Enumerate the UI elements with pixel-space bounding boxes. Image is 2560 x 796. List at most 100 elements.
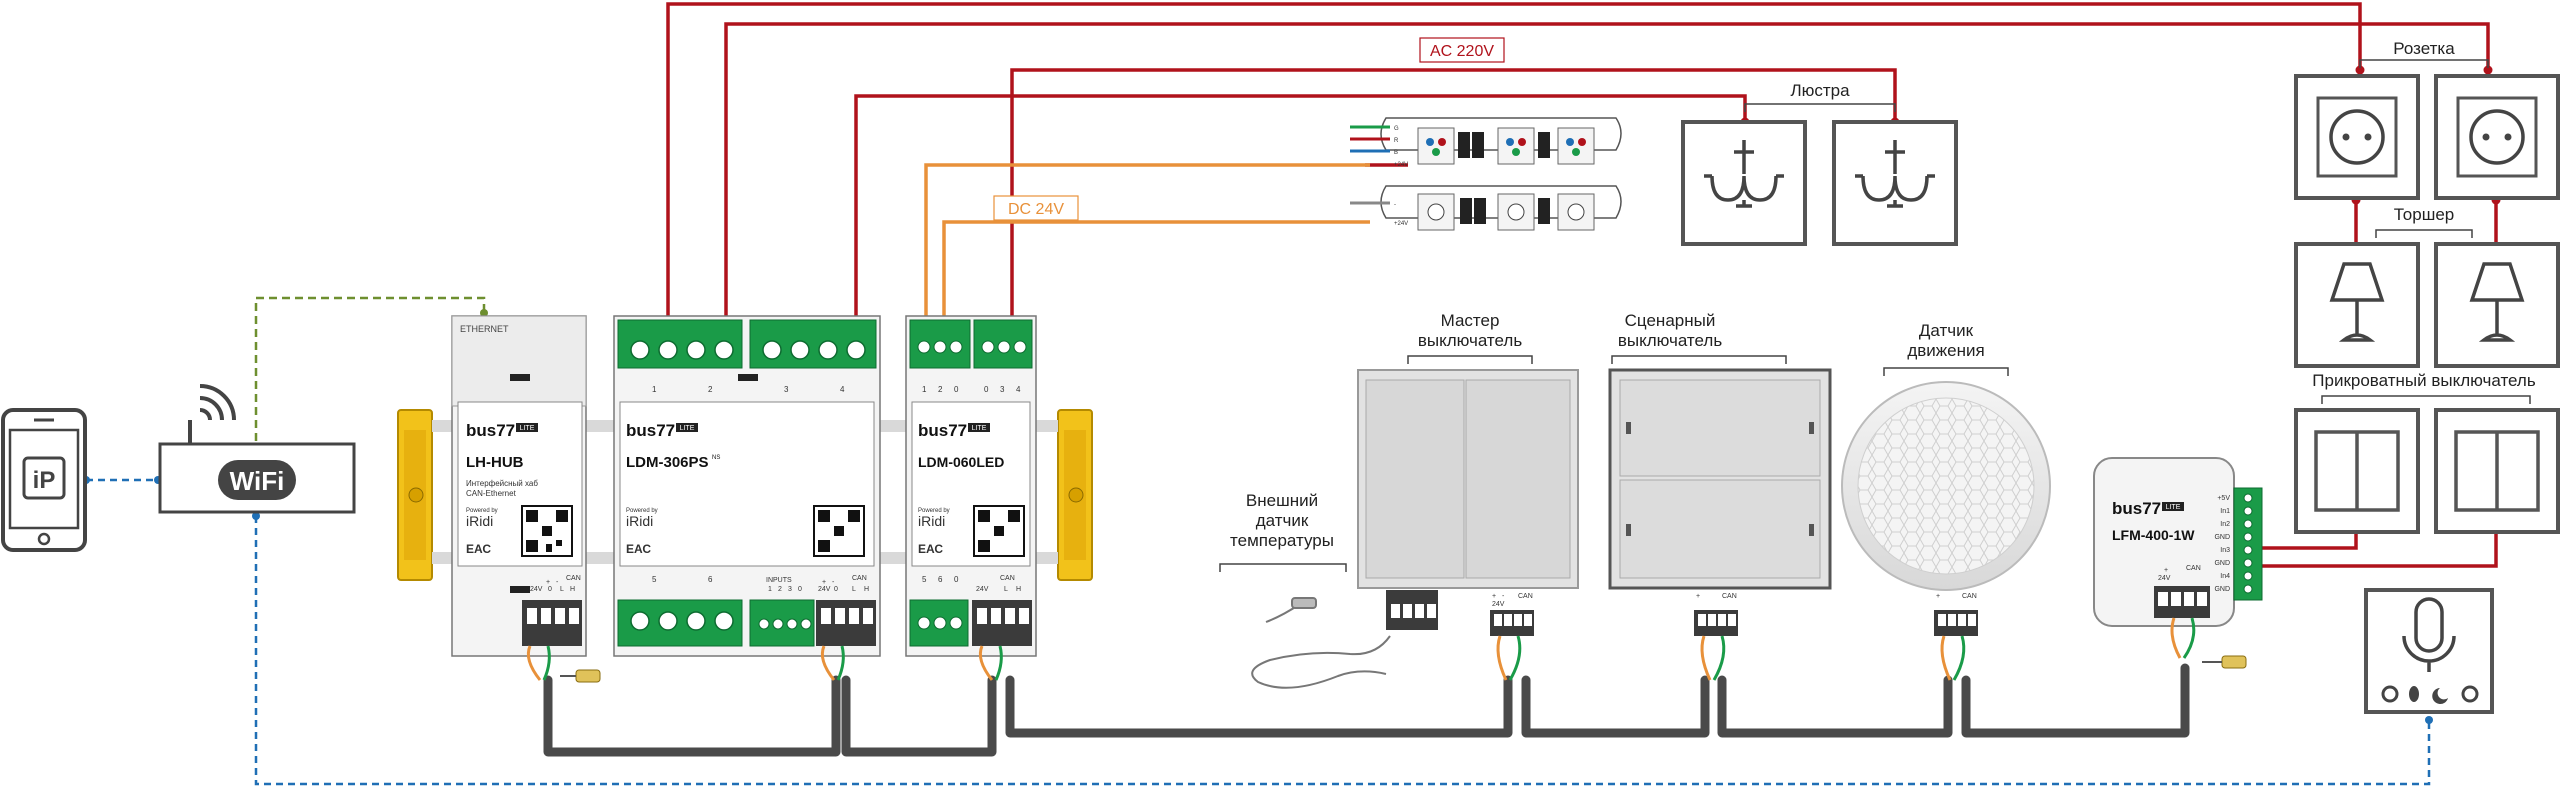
svg-text:ЕАС: ЕАС (626, 542, 651, 556)
motion-sensor-label-2: движения (1907, 341, 1984, 360)
master-switch[interactable] (1357, 369, 1579, 589)
hub-can-terminal: + - CAN 24V 0 L H (522, 575, 582, 646)
ac-220v-label: AC 220V (1430, 43, 1494, 60)
socket-icon (2329, 109, 2385, 165)
floor-lamp-1 (2294, 242, 2420, 368)
svg-text:In3: In3 (2220, 547, 2230, 554)
wifi-logo: WiFi (230, 466, 285, 496)
bedside-switch-2[interactable] (2434, 408, 2560, 534)
svg-text:LITE: LITE (680, 425, 695, 432)
svg-text:1: 1 (768, 586, 772, 593)
svg-text:iRidi: iRidi (626, 513, 653, 529)
svg-text:+: + (1936, 593, 1940, 600)
voice-control-panel[interactable] (2364, 588, 2494, 714)
svg-text:R: R (1394, 138, 1399, 144)
motion-sensor-terminal: + CAN (1934, 593, 1978, 681)
svg-text:24V: 24V (818, 586, 831, 593)
ldm-060led-module: 1 2 0 0 3 4 bus77 LITE LDM-060LED Powere… (905, 315, 1037, 657)
svg-text:2: 2 (708, 385, 713, 394)
svg-text:-: - (1502, 593, 1505, 600)
svg-text:+: + (546, 579, 550, 586)
svg-text:+: + (822, 579, 826, 586)
ldm-306ps-module: 1 2 3 4 bus77 LITE LDM-306PS NS Powered … (613, 315, 881, 657)
svg-text:H: H (570, 586, 575, 593)
svg-text:G: G (1394, 126, 1399, 132)
svg-text:Powered by: Powered by (626, 508, 658, 514)
svg-text:-: - (832, 579, 835, 586)
svg-text:CAN: CAN (1000, 575, 1015, 582)
hub-brand: bus77 (466, 421, 515, 440)
svg-text:6: 6 (708, 575, 713, 584)
temp-sensor-label-3: температуры (1230, 531, 1334, 550)
svg-text:0: 0 (954, 575, 959, 584)
svg-text:3: 3 (784, 385, 789, 394)
svg-text:5: 5 (922, 575, 927, 584)
svg-text:-: - (556, 579, 559, 586)
scenario-switch-terminal: + CAN (1694, 593, 1738, 681)
svg-text:+24V: +24V (1394, 221, 1408, 227)
wifi-links (86, 478, 2431, 786)
svg-text:1: 1 (652, 385, 657, 394)
wifi-signal-icon (199, 384, 236, 421)
svg-text:0: 0 (984, 385, 989, 394)
svg-text:Powered by: Powered by (918, 508, 950, 514)
chandelier-2 (1832, 120, 1958, 246)
svg-text:INPUTS: INPUTS (766, 577, 792, 584)
ldm306-qr-code (813, 505, 865, 557)
iridi-app-icon[interactable]: iP (33, 467, 56, 494)
svg-text:24V: 24V (530, 586, 543, 593)
svg-text:CAN: CAN (1962, 593, 1977, 600)
floor-lamp-icon (2329, 262, 2385, 342)
ldm060-qr-code (973, 505, 1025, 557)
bedside-switch-1[interactable] (2294, 408, 2420, 534)
scenario-switch-label-2: выключатель (1618, 331, 1723, 350)
temperature-sensor-probe (1251, 597, 1391, 689)
led-strip-mono: - +24V (1350, 185, 1622, 231)
smartphone: iP (1, 408, 87, 552)
svg-text:Powered by: Powered by (466, 508, 498, 514)
svg-text:NS: NS (712, 455, 720, 461)
can-bus-cable (543, 663, 2190, 757)
temp-sensor-label-1: Внешний (1246, 491, 1318, 510)
svg-text:24V: 24V (976, 586, 989, 593)
led-strip-rgb: G R B +24V (1350, 117, 1622, 168)
svg-text:L: L (852, 586, 856, 593)
svg-text:GND: GND (2214, 560, 2230, 567)
svg-text:GND: GND (2214, 586, 2230, 593)
svg-text:+: + (1492, 593, 1496, 600)
socket-2 (2434, 74, 2560, 200)
svg-text:In2: In2 (2220, 521, 2230, 528)
socket-1 (2294, 74, 2420, 200)
dc-wires (924, 163, 1370, 320)
svg-text:CAN: CAN (2186, 565, 2201, 572)
floor-lamp-label: Торшер (2394, 205, 2455, 224)
svg-text:0: 0 (798, 586, 802, 593)
chandelier-label: Люстра (1790, 81, 1850, 100)
hub-model: LH-HUB (466, 454, 524, 471)
svg-text:5: 5 (652, 575, 657, 584)
svg-text:+5V: +5V (2217, 495, 2230, 502)
terminator-resistor (560, 669, 601, 683)
svg-text:-: - (1394, 202, 1396, 208)
master-switch-label-1: Мастер (1441, 311, 1500, 330)
din-rail-left (397, 409, 433, 581)
svg-text:2: 2 (938, 385, 943, 394)
scenario-switch[interactable] (1608, 368, 1832, 590)
svg-text:3: 3 (1000, 385, 1005, 394)
svg-text:24V: 24V (1492, 601, 1505, 608)
svg-text:ЕАС: ЕАС (466, 542, 491, 556)
temp-sensor-label-2: датчик (1256, 511, 1309, 530)
din-rail-right (1057, 409, 1093, 581)
motion-sensor-label-1: Датчик (1919, 321, 1974, 340)
svg-text:ЕАС: ЕАС (918, 542, 943, 556)
master-switch-terminal: + - CAN 24V (1386, 590, 1534, 681)
dc-24v-label: DC 24V (1008, 201, 1064, 218)
lfm-400-1w-module: +5V In1 In2 GND In3 GND In4 GND bus77 LI… (2093, 457, 2263, 669)
svg-text:L: L (1004, 586, 1008, 593)
svg-text:CAN-Ethernet: CAN-Ethernet (466, 489, 517, 498)
chandelier-icon (1855, 140, 1935, 208)
svg-text:In1: In1 (2220, 508, 2230, 515)
ethernet-port-label: ETHERNET (460, 324, 509, 334)
svg-text:H: H (1016, 586, 1021, 593)
